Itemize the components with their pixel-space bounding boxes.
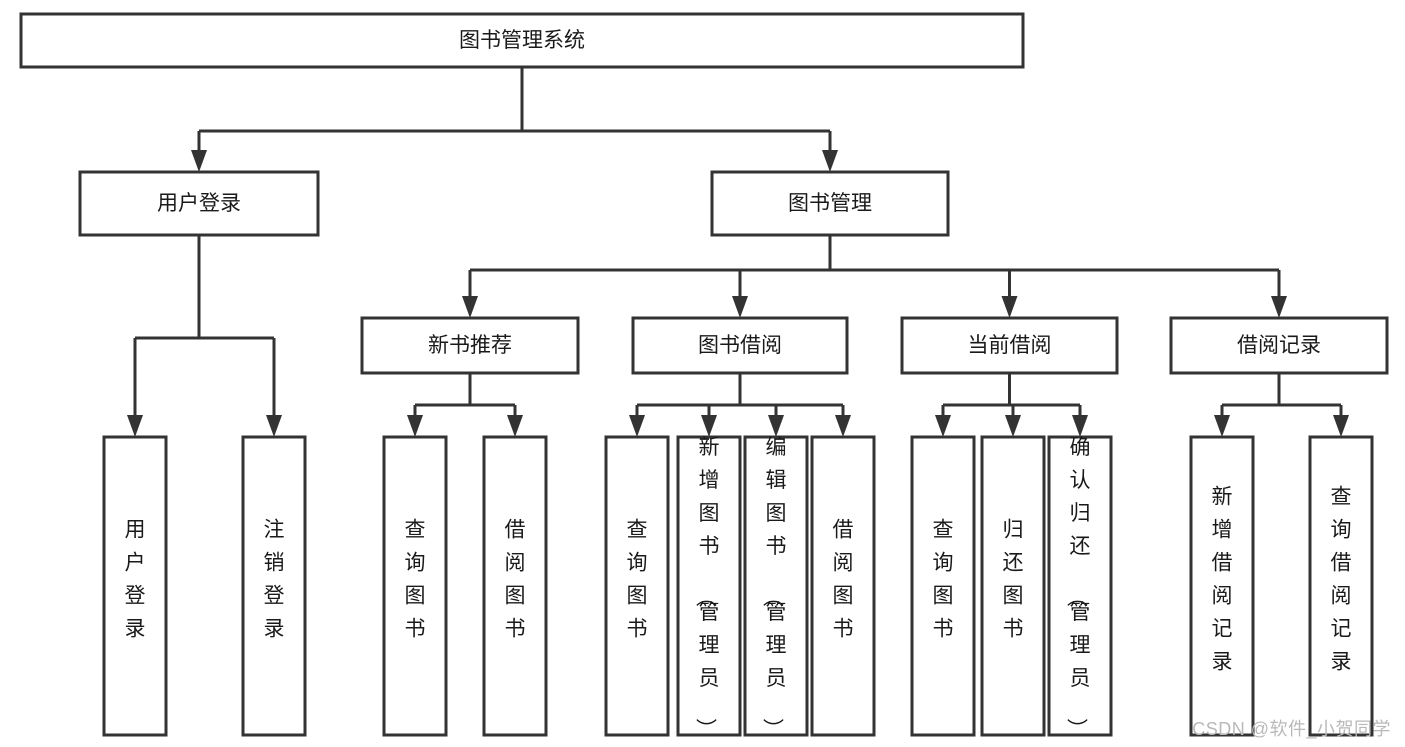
node-leaf-return-book[interactable]: 归还图书 [980,435,1046,737]
node-label: 借阅图书 [833,519,854,641]
node-label: 新书推荐 [428,334,512,357]
node-leaf-query-book-2[interactable]: 查询图书 [604,435,670,737]
node-borrow-record[interactable]: 借阅记录 [1169,316,1389,375]
connectors-layer [127,67,1349,437]
node-leaf-borrow-book-1[interactable]: 借阅图书 [482,435,548,737]
node-label: 归还图书 [1003,519,1024,641]
node-leaf-query-record[interactable]: 查询借阅记录 [1308,435,1374,737]
node-leaf-logout[interactable]: 注销登录 [241,435,307,737]
node-label: 查询借阅记录 [1331,486,1352,674]
node-leaf-edit-book[interactable]: 编辑图书（管理员） [743,435,809,739]
node-label: 查询图书 [627,519,648,641]
node-leaf-add-book[interactable]: 新增图书（管理员） [676,435,742,739]
node-label: 查询图书 [405,519,426,641]
node-book-manage[interactable]: 图书管理 [710,170,950,237]
node-label: 借阅图书 [505,519,526,641]
node-label: 查询图书 [933,519,954,641]
connector-bus-root [191,67,838,172]
connector-bus-borrow-record [1214,373,1349,437]
node-label: 图书管理系统 [459,29,585,52]
node-label: 注销登录 [264,519,285,641]
node-user-login[interactable]: 用户登录 [78,170,320,237]
node-leaf-confirm-return[interactable]: 确认归还（管理员） [1047,435,1113,739]
node-leaf-borrow-book-2[interactable]: 借阅图书 [810,435,876,737]
node-label: 新增借阅记录 [1212,486,1233,674]
node-label: 图书管理 [788,192,872,215]
node-label: 当前借阅 [968,334,1052,357]
connector-bus-user-login [127,235,282,437]
connector-bus-new-book-rec [407,373,523,437]
node-label: 用户登录 [125,519,146,641]
node-new-book-rec[interactable]: 新书推荐 [360,316,580,375]
node-leaf-add-record[interactable]: 新增借阅记录 [1189,435,1255,737]
connector-bus-book-manage [462,235,1287,318]
node-label: 确认归还（管理员） [1065,436,1091,739]
node-label: 图书借阅 [698,334,782,357]
node-root[interactable]: 图书管理系统 [19,12,1025,69]
node-book-borrow[interactable]: 图书借阅 [631,316,849,375]
node-label: 借阅记录 [1237,334,1321,357]
connector-bus-book-borrow [629,373,851,437]
node-current-borrow[interactable]: 当前借阅 [900,316,1119,375]
node-label: 编辑图书（管理员） [761,436,787,739]
node-label: 新增图书（管理员） [694,436,720,739]
nodes-layer: 图书管理系统用户登录图书管理新书推荐图书借阅当前借阅借阅记录用户登录注销登录查询… [19,12,1389,739]
node-leaf-user-login[interactable]: 用户登录 [102,435,168,737]
connector-bus-current-borrow [935,373,1088,437]
node-label: 用户登录 [157,192,241,215]
node-leaf-query-book-1[interactable]: 查询图书 [382,435,448,737]
node-leaf-query-book-3[interactable]: 查询图书 [910,435,976,737]
